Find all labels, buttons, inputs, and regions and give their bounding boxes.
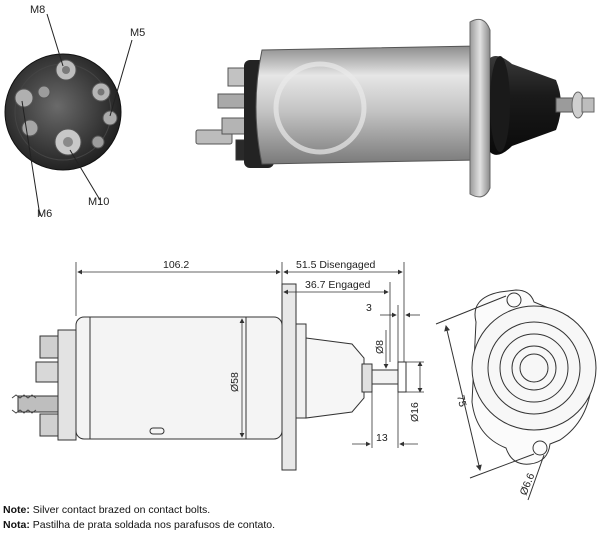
dim-body-dia: Ø58	[229, 372, 241, 392]
dim-disengaged: 51.5 Disengaged	[296, 259, 376, 271]
dim-hole-spacing: 75	[454, 394, 468, 408]
notes: Note: Silver contact brazed on contact b…	[3, 503, 597, 533]
end-view-photo	[4, 53, 122, 171]
callout-m8: M8	[30, 4, 45, 16]
dim-plunger-dia: Ø8	[374, 340, 386, 354]
dim-body-length: 106.2	[163, 259, 189, 271]
side-view-drawing	[11, 283, 407, 471]
note-label: Nota:	[3, 519, 30, 531]
note-text: Pastilha de prata soldada nos parafusos …	[29, 519, 276, 531]
callout-m6: M6	[37, 208, 52, 220]
dimension-lines	[75, 262, 424, 448]
note-text: Silver contact brazed on contact bolts.	[29, 504, 211, 516]
callout-m5: M5	[130, 27, 145, 39]
note-english: Note: Silver contact brazed on contact b…	[3, 503, 597, 518]
side-view-photo	[195, 18, 595, 198]
dim-engaged: 36.7 Engaged	[305, 279, 371, 291]
dim-shaft-length: 13	[376, 432, 388, 444]
note-portuguese: Nota: Pastilha de prata soldada nos para…	[3, 518, 597, 533]
dim-shaft-dia: Ø16	[409, 402, 421, 422]
note-label: Note:	[3, 504, 30, 516]
dim-hole-dia: Ø6.6	[518, 471, 538, 497]
front-view-drawing	[435, 289, 597, 501]
callout-m10: M10	[88, 196, 109, 208]
callout-lines	[21, 13, 133, 217]
dim-gap: 3	[366, 302, 372, 314]
